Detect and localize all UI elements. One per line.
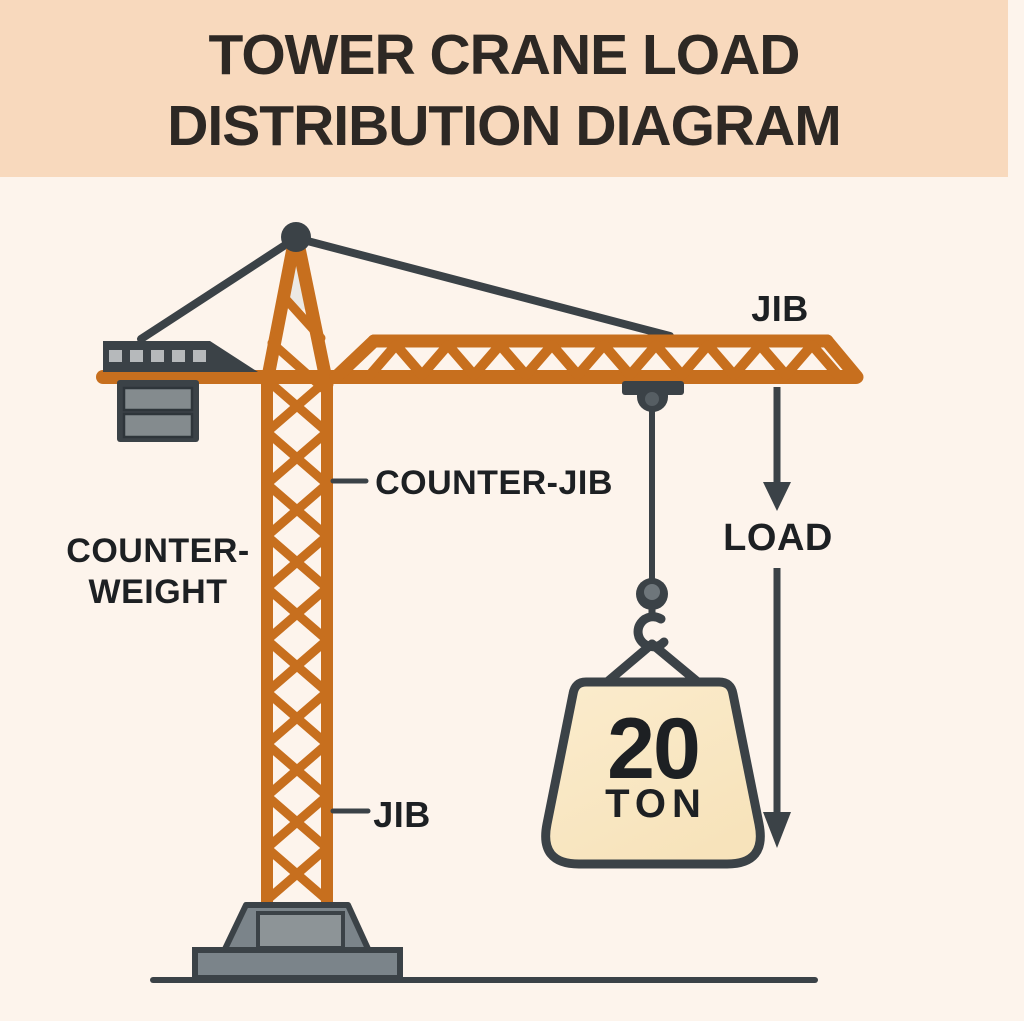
tower-mast [261,374,333,912]
page-title-line-2: DISTRIBUTION DIAGRAM [167,93,841,158]
jib-truss [329,334,864,384]
label-load: LOAD [723,517,833,559]
label-counter-weight-line-1: COUNTER- [66,532,250,570]
load-weight-bag [541,677,765,869]
apex-pin [281,222,311,252]
label-counter-jib: COUNTER-JIB [375,464,613,502]
label-counter-weight: COUNTER- WEIGHT [66,531,249,613]
load-arrow-lower [763,568,791,848]
pendant-cables [137,234,674,343]
machinery-house [103,341,258,372]
page-title-line-1: TOWER CRANE LOAD [208,22,801,87]
load-arrow-upper [763,387,791,511]
label-jib-top: JIB [751,288,809,329]
label-counter-weight-line-2: WEIGHT [88,573,228,611]
title-banner: TOWER CRANE LOAD DISTRIBUTION DIAGRAM [0,0,1008,177]
counterweight-block [117,380,199,442]
trolley [622,381,684,412]
label-jib-lower: JIB [373,794,431,835]
load-weight-value: 20 [607,701,701,797]
tower-head [260,236,334,395]
load-weight-unit: TON [605,782,707,826]
crane-base [192,902,403,981]
hook-ball [636,578,668,610]
machinery-house-windows [107,348,208,364]
